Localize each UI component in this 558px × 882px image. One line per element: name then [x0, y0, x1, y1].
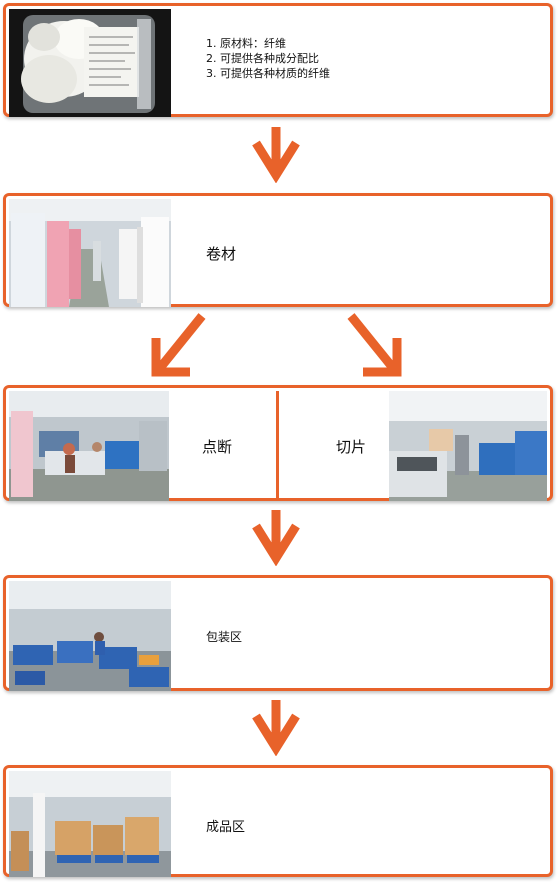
roll-label: 卷材	[206, 245, 237, 263]
finished-goods-photo	[9, 771, 171, 877]
step-raw-material: 1. 原材料：纤维 2. 可提供各种成分配比 3. 可提供各种材质的纤维	[3, 3, 553, 117]
step-packing: 包装区	[3, 575, 553, 691]
raw-fiber-photo	[9, 9, 171, 117]
raw-material-note: 3. 可提供各种材质的纤维	[206, 67, 330, 80]
arrow-down-right-icon	[347, 313, 402, 377]
roll-warehouse-photo	[9, 199, 171, 307]
arrow-down-icon	[252, 700, 300, 756]
step-finished-goods: 成品区	[3, 765, 553, 877]
arrow-down-left-icon	[151, 313, 206, 377]
packing-label: 包装区	[206, 630, 243, 644]
arrow-down-icon	[252, 510, 300, 566]
divider	[276, 391, 279, 501]
raw-material-notes: 1. 原材料：纤维 2. 可提供各种成分配比 3. 可提供各种材质的纤维	[206, 36, 330, 81]
packing-area-photo	[9, 581, 171, 691]
arrow-down-icon	[252, 127, 300, 183]
cut-sheet-workshop-photo	[389, 391, 547, 501]
dot-break-label: 点断	[202, 438, 233, 456]
raw-material-note: 1. 原材料：纤维	[206, 37, 286, 50]
raw-material-note: 2. 可提供各种成分配比	[206, 52, 319, 65]
cut-sheet-label: 切片	[336, 438, 367, 456]
dot-break-workshop-photo	[9, 391, 169, 501]
step-processing: 点断 切片	[3, 385, 553, 501]
step-roll: 卷材	[3, 193, 553, 307]
finished-goods-label: 成品区	[206, 820, 246, 835]
